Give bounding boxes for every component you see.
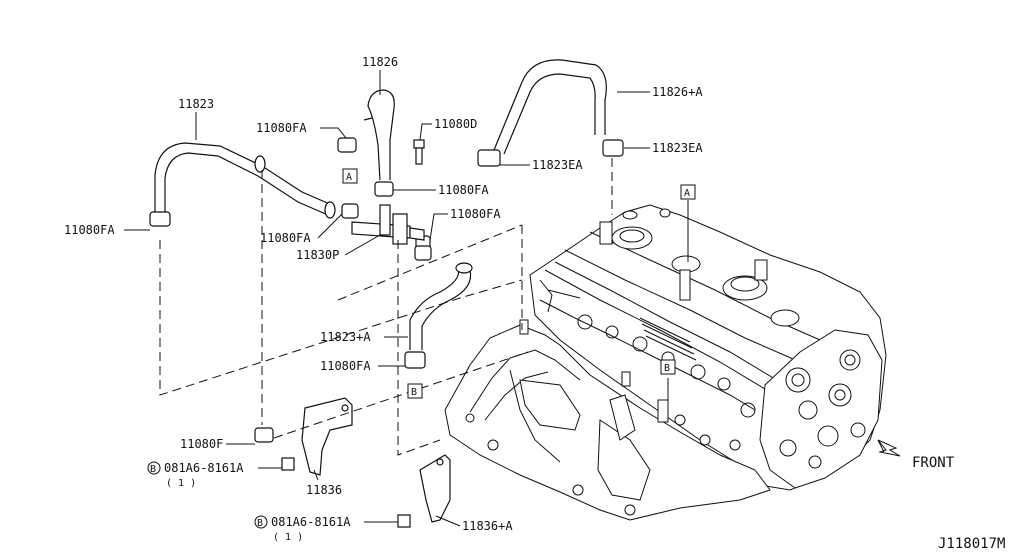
label-11080f: 11080F	[180, 437, 223, 451]
bracket-11836	[254, 397, 353, 476]
bolt-11080d	[413, 139, 425, 165]
hose-11823a	[404, 245, 473, 369]
label-bolt1-qty: ( 1 )	[166, 478, 196, 489]
reference-box-b1: B	[407, 383, 423, 399]
drawing-id: J118017M	[938, 536, 1005, 552]
circle-b1-text: B	[150, 464, 156, 475]
label-11823: 11823	[178, 97, 214, 111]
ref-a1-text: A	[346, 172, 352, 183]
leader-lines	[124, 70, 689, 527]
routing-lines	[159, 158, 613, 456]
label-11823a: 11823+A	[320, 330, 371, 344]
ref-a2-text: A	[684, 188, 690, 199]
label-11830p: 11830P	[296, 248, 339, 262]
ref-b2-text: B	[664, 363, 670, 374]
reference-box-b2: B	[660, 359, 676, 375]
label-11826: 11826	[362, 55, 398, 69]
label-11836: 11836	[306, 483, 342, 497]
reference-box-a1: A	[342, 168, 358, 184]
label-11823ea-right: 11823EA	[652, 141, 703, 155]
label-11823ea-left: 11823EA	[532, 158, 583, 172]
label-front: FRONT	[912, 455, 955, 471]
label-11080fa-right: 11080FA	[450, 207, 501, 221]
tjoint-11830p	[351, 204, 431, 251]
label-11080fa-top: 11080FA	[256, 121, 307, 135]
circle-b2-text: B	[257, 518, 263, 529]
hose-11826	[337, 89, 395, 197]
hose-11826a	[477, 59, 624, 167]
label-11080fa-mid: 11080FA	[438, 183, 489, 197]
lower-cover-assembly	[444, 319, 771, 521]
part-labels: 11823 11826 11080FA 11080D 11826+A 11823…	[64, 55, 1005, 552]
label-bolt2: 081A6-8161A	[271, 515, 351, 529]
label-11080fa-center: 11080FA	[260, 231, 311, 245]
label-11836a: 11836+A	[462, 519, 513, 533]
bracket-11836a	[397, 454, 451, 528]
label-11826a: 11826+A	[652, 85, 703, 99]
reference-box-a2: A	[680, 184, 696, 200]
label-11080fa-low: 11080FA	[320, 359, 371, 373]
cylinder-head-assembly	[529, 204, 887, 491]
label-bolt1: 081A6-8161A	[164, 461, 244, 475]
hose-11823	[149, 142, 359, 227]
front-arrow-icon	[877, 439, 901, 457]
label-11080fa-left: 11080FA	[64, 223, 115, 237]
label-bolt2-qty: ( 1 )	[273, 532, 303, 543]
label-11080d: 11080D	[434, 117, 477, 131]
ref-b1-text: B	[411, 387, 417, 398]
